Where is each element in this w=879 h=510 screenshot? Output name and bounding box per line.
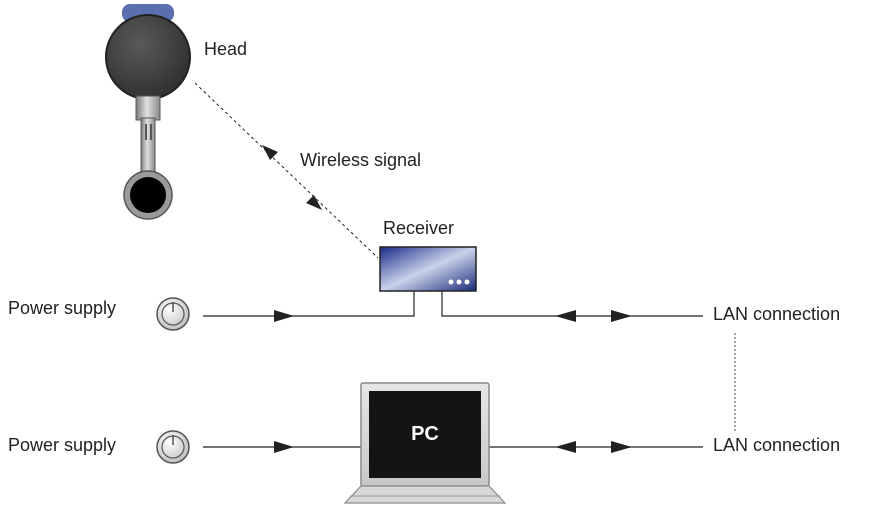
power-button-icon — [156, 297, 190, 331]
sensor-head-icon — [105, 4, 191, 220]
power-line-2 — [203, 441, 362, 453]
laptop-icon — [343, 382, 507, 504]
power-button-icon — [156, 430, 190, 464]
wireless-signal-label: Wireless signal — [300, 150, 422, 170]
power-supply-label-2: Power supply — [8, 435, 117, 455]
power-line-1 — [203, 291, 415, 322]
lan-connection-label-2: LAN connection — [713, 435, 841, 455]
power-supply-label-1: Power supply — [8, 298, 117, 318]
wireless-signal-line — [194, 82, 379, 259]
receiver-device-icon — [379, 246, 477, 292]
head-label: Head — [204, 39, 248, 59]
lan-line-1 — [441, 291, 703, 322]
pc-label: PC — [411, 423, 439, 445]
receiver-label: Receiver — [383, 218, 455, 238]
lan-connection-label-1: LAN connection — [713, 304, 841, 324]
lan-line-2 — [487, 441, 703, 453]
